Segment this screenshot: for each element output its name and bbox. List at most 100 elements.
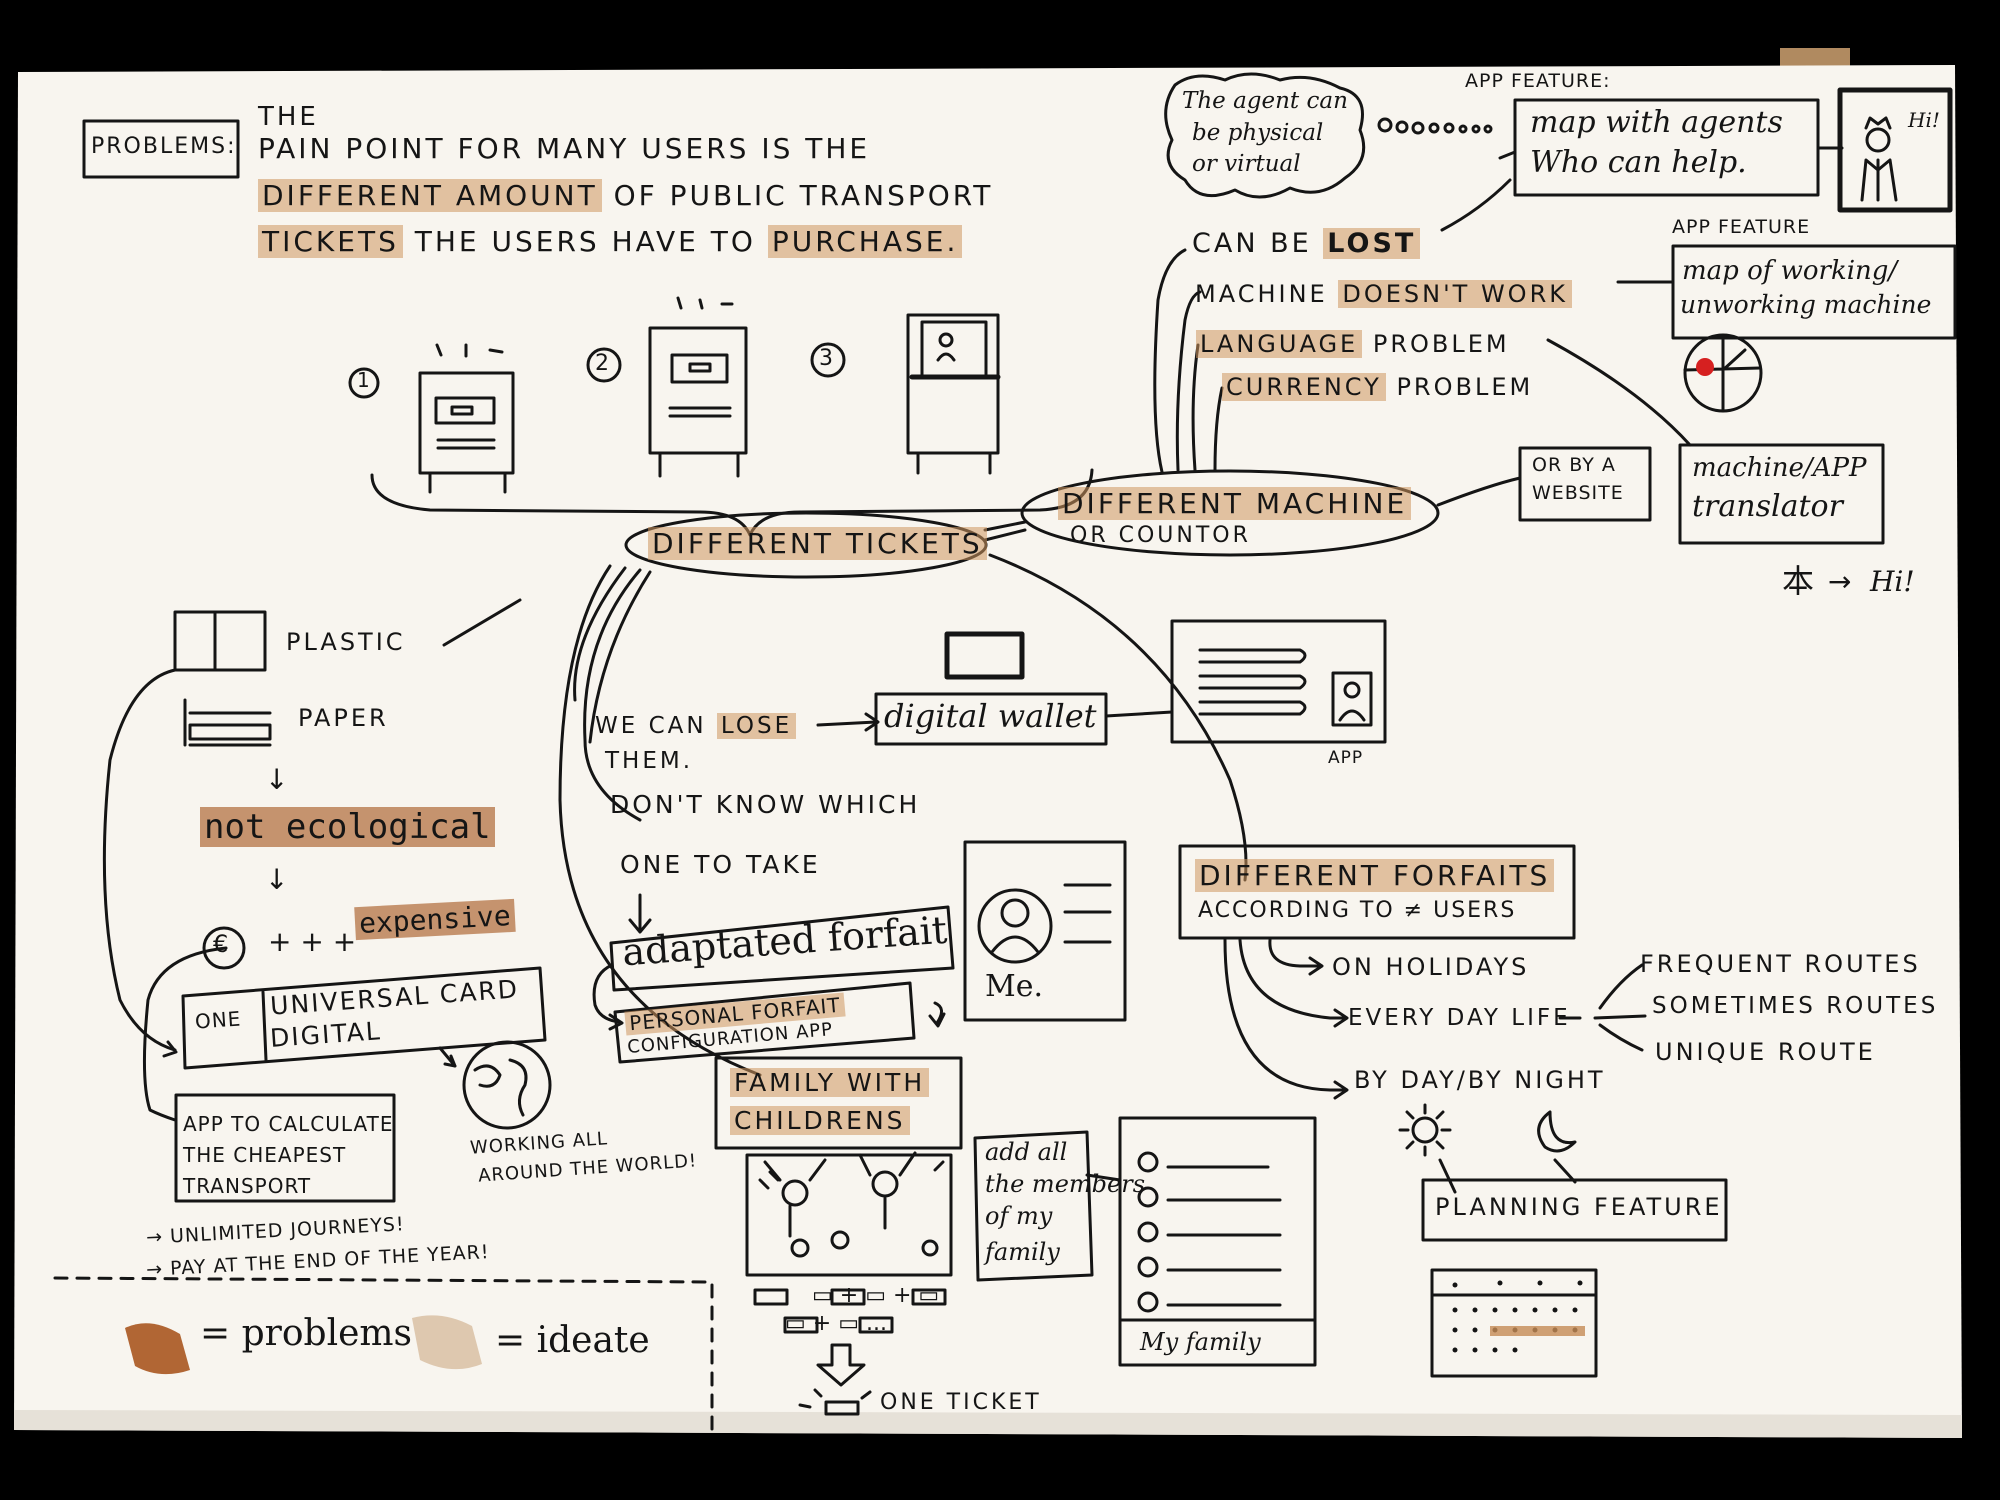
planning-feature-label: PLANNING FEATURE — [1435, 1193, 1723, 1221]
planning-feature-box — [1421, 1178, 1728, 1242]
num-3-circle — [810, 342, 846, 378]
digital-wallet-box — [874, 692, 1108, 746]
adaptated-forfait-box — [609, 905, 955, 992]
route-unique: UNIQUE ROUTE — [1655, 1038, 1876, 1066]
family-line-1: FAMILY WITH — [730, 1068, 930, 1097]
down-arrow-1: ↓ — [265, 763, 289, 796]
me-profile-icon — [963, 840, 1127, 1022]
translate-glyph: 本 — [1782, 562, 1815, 600]
add-members-line-4: family — [985, 1238, 1060, 1266]
legend-problem-swatch — [125, 1323, 190, 1375]
sun-icon — [1398, 1103, 1452, 1157]
down-arrow-2: ↓ — [265, 863, 289, 896]
num-1-circle — [348, 367, 380, 399]
agents-map-line-2: Who can help. — [1530, 145, 1747, 180]
app-feature-2-label: APP FEATURE — [1672, 216, 1811, 238]
different-forfaits-line-1: DIFFERENT FORFAITS — [1195, 859, 1555, 892]
intro-line-4-mid: THE USERS HAVE TO — [414, 225, 756, 258]
paper-sheet — [14, 65, 1962, 1438]
branch-holidays: ON HOLIDAYS — [1332, 953, 1530, 981]
plastic-card-icon — [173, 610, 267, 672]
universal-card-line-2: DIGITAL — [269, 1016, 383, 1053]
legend-problems-text: = problems — [200, 1313, 413, 1354]
tickets-math-row-2: ▭ + ▭ ... — [785, 1311, 887, 1336]
highlight-lose: LOSE — [716, 713, 797, 739]
machine-1-icon — [418, 343, 515, 494]
machine-3-icon — [906, 313, 1001, 475]
moon-icon — [1537, 1110, 1577, 1153]
big-down-arrow-icon — [798, 1343, 872, 1416]
agent-cloud — [1164, 72, 1366, 199]
machine-number-1: 1 — [357, 368, 370, 392]
calendar-icon — [1430, 1268, 1598, 1378]
add-members-box — [973, 1130, 1094, 1282]
different-machine-text: DIFFERENT MACHINE — [1058, 487, 1412, 520]
me-label: Me. — [985, 969, 1044, 1004]
machine-2-icon — [648, 296, 748, 478]
different-tickets-text: DIFFERENT TICKETS — [648, 527, 987, 560]
paper-label: PAPER — [298, 704, 389, 732]
add-members-line-1: add all — [985, 1138, 1068, 1166]
cheapest-app-line-1: APP TO CALCULATE — [183, 1112, 394, 1136]
branch-day-night: BY DAY/BY NIGHT — [1354, 1066, 1606, 1094]
red-machine-dot — [1696, 358, 1714, 376]
paper-shadow-bottom — [14, 1410, 1962, 1438]
agent-cloud-line-2: be physical — [1192, 120, 1324, 146]
different-forfaits-box — [1178, 844, 1576, 940]
translator-box — [1678, 443, 1885, 545]
highlight-childrens: CHILDRENS — [730, 1106, 910, 1135]
one-ticket-label: ONE TICKET — [880, 1390, 1042, 1415]
route-frequent: FREQUENT ROUTES — [1640, 950, 1921, 978]
cloud-trail — [1377, 117, 1493, 135]
my-family-label: My family — [1140, 1328, 1261, 1356]
digital-wallet-label: digital wallet — [884, 697, 1097, 735]
lose-prefix: WE CAN — [595, 713, 707, 739]
highlight-family: FAMILY WITH — [730, 1068, 930, 1097]
universal-card-one: ONE — [194, 1006, 243, 1034]
machine-number-3: 3 — [819, 346, 833, 371]
cheapest-app-box — [174, 1093, 396, 1203]
different-forfaits-line-2: ACCORDING TO ≠ USERS — [1198, 898, 1517, 923]
personal-config-box — [613, 981, 916, 1064]
problems-label: PROBLEMS: — [91, 134, 237, 159]
ticket-sum-icons — [753, 1288, 947, 1334]
working-map-box — [1671, 244, 1957, 340]
working-map-line-2: unworking machine — [1680, 290, 1932, 319]
agent-cloud-line-3: or virtual — [1192, 151, 1301, 177]
highlight-lost: LOST — [1323, 228, 1421, 259]
num-2-circle — [586, 347, 622, 383]
lose-line-2: THEM. — [605, 748, 694, 774]
expensive-plus: + + + — [268, 925, 357, 958]
currency-line: CURRENCY PROBLEM — [1222, 373, 1534, 401]
translator-line-1: machine/APP — [1692, 453, 1867, 483]
universal-card-box — [181, 966, 547, 1070]
translate-arrow: → — [1828, 565, 1852, 598]
translate-hi: Hi! — [1870, 565, 1915, 598]
cheapest-app-line-2: THE CHEAPEST — [183, 1143, 347, 1167]
problems-box — [82, 119, 240, 179]
currency-suffix: PROBLEM — [1396, 373, 1534, 401]
highlight-tickets: TICKETS — [258, 225, 403, 258]
agent-portrait-icon — [1837, 87, 1953, 213]
website-box — [1518, 446, 1652, 522]
intro-line-4: TICKETS THE USERS HAVE TO PURCHASE. — [258, 225, 963, 258]
legend-ideate-swatch — [412, 1315, 482, 1370]
family-drawing-icon — [745, 1151, 953, 1277]
family-line-2: CHILDRENS — [730, 1106, 910, 1135]
app-feature-1-label: APP FEATURE: — [1465, 70, 1611, 92]
tickets-math-row-1: ▭ + ▭ + ▭ — [812, 1283, 940, 1308]
euro-circle — [202, 926, 246, 970]
legend-ideate-text: = ideate — [495, 1320, 650, 1361]
family-box — [714, 1056, 963, 1150]
intro-line-1: THE — [258, 102, 319, 132]
highlight-not-ecological: not ecological — [200, 807, 495, 847]
cheapest-app-line-3: TRANSPORT — [183, 1174, 312, 1198]
plastic-label: PLASTIC — [286, 628, 406, 656]
lost-line: CAN BE LOST — [1192, 228, 1421, 259]
lose-line: WE CAN LOSE — [595, 713, 797, 739]
intro-line-2: PAIN POINT FOR MANY USERS IS THE — [258, 132, 871, 165]
agents-map-line-1: map with agents — [1530, 105, 1783, 140]
agent-cloud-line-1: The agent can — [1182, 88, 1348, 114]
paper-ticket-icon — [183, 698, 272, 747]
